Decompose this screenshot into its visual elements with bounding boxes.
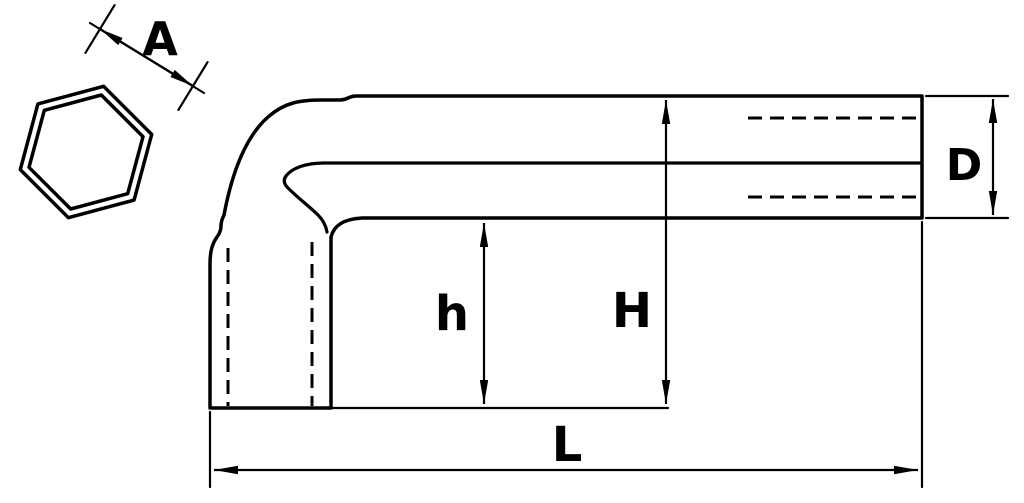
wrench-outer-contour	[208, 94, 924, 410]
dim-L-label: L	[552, 417, 583, 473]
wrench-mid-line-and-inner-bend	[282, 161, 924, 234]
dim-A-label: A	[142, 12, 178, 66]
dimension-L: L	[208, 220, 924, 489]
dim-D-label: D	[946, 140, 983, 191]
dim-h-label: h	[435, 286, 469, 342]
dimension-H: H	[612, 100, 671, 404]
dimension-D: D	[924, 94, 1010, 220]
dim-H-label: H	[612, 283, 652, 339]
wrench-side-view	[208, 94, 924, 410]
dimension-A: A	[84, 3, 209, 112]
dimension-h: h	[435, 223, 489, 404]
hex-end-view	[18, 84, 154, 220]
dim-A-arrow-line	[99, 28, 194, 87]
hexagon-outer	[18, 84, 154, 220]
hexagon-inner	[27, 93, 145, 211]
